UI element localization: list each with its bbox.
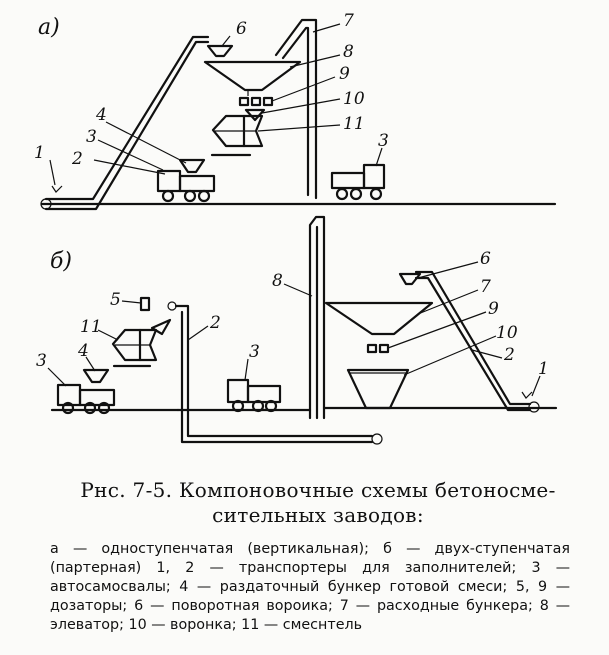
layout-schematics: а) [34, 11, 558, 445]
leader-b-9 [387, 311, 487, 349]
label-a-11: 11 [343, 114, 365, 134]
doser-b-9-1 [366, 343, 378, 354]
leader-1 [49, 159, 56, 186]
label-b-10: 10 [496, 323, 518, 343]
label-b-4: 4 [77, 341, 89, 361]
leader-b-2 [187, 325, 209, 341]
supply-bin-a [203, 60, 302, 92]
conveyor-b-pulley [528, 401, 540, 413]
dispensing-bin-b [82, 368, 110, 384]
label-b-3m: 3 [249, 342, 260, 362]
label-a-4: 4 [95, 105, 107, 125]
label-a-3b: 3 [378, 131, 389, 151]
inclined-conveyor-b [414, 270, 532, 406]
label-b-3: 3 [36, 351, 47, 371]
pit-conveyor-return [180, 310, 374, 444]
label-a-6: 6 [236, 19, 247, 39]
leader-b-8 [283, 283, 313, 297]
leader-b-10 [403, 335, 497, 376]
label-a-10: 10 [343, 89, 365, 109]
feed-mark-b [521, 391, 533, 399]
doser-a-3 [262, 96, 274, 107]
label-b-9: 9 [488, 299, 499, 319]
label-a-1: 1 [34, 143, 45, 163]
pulley-top [167, 301, 177, 311]
label-b-8: 8 [272, 271, 283, 291]
leader-2 [93, 159, 166, 175]
label-a-9: 9 [339, 64, 350, 84]
leader-11 [257, 124, 341, 132]
leader-8 [289, 54, 341, 68]
leader-b-4 [85, 356, 96, 372]
label-a-8: 8 [343, 42, 354, 62]
dump-truck-b-middle [226, 378, 282, 413]
leader-b-3 [47, 367, 67, 387]
leader-9 [271, 76, 336, 102]
inclined-conveyor-b-return [414, 276, 532, 412]
leader-7 [312, 23, 341, 33]
doser-a-1 [238, 96, 250, 107]
leader-b-7 [417, 289, 479, 315]
feed-mark [51, 185, 63, 193]
panel-b-label: б) [50, 249, 72, 274]
panel-a-label: а) [38, 15, 60, 40]
supply-bin-b [324, 301, 434, 336]
figure-caption-title: Рнс. 7-5. Компоновочные схемы бетоносме-… [80, 478, 556, 527]
rotary-funnel [206, 44, 234, 58]
elevator-b [308, 215, 326, 420]
figure-caption-legend: а — одноступенчатая (вертикальная); б — … [50, 541, 570, 633]
label-b-1: 1 [538, 359, 549, 379]
inclined-conveyor-a-return [44, 40, 210, 211]
funnel-b-small [150, 318, 172, 336]
doser-a-2 [250, 96, 262, 107]
elevator-a [274, 18, 318, 200]
pit-conveyor [174, 304, 374, 438]
rotary-funnel-b [398, 272, 422, 286]
pulley-pit [371, 433, 383, 445]
label-a-7: 7 [343, 11, 354, 31]
leader-4 [105, 121, 187, 164]
dump-truck-a-right [330, 163, 386, 201]
label-b-11: 11 [80, 317, 102, 337]
leader-3-right [375, 147, 383, 167]
label-b-6: 6 [480, 249, 491, 269]
dump-truck-a-left [156, 169, 216, 203]
dispensing-bin-a [178, 158, 206, 174]
doser-b-5 [139, 296, 151, 312]
leader-b-11 [97, 329, 119, 341]
label-b-2: 2 [209, 313, 221, 333]
leader-b-6 [417, 261, 479, 279]
leader-b-1 [531, 375, 541, 397]
leader-b-5 [121, 300, 142, 304]
leader-3 [97, 139, 164, 171]
label-a-2: 2 [71, 149, 83, 169]
label-b-2r: 2 [503, 345, 515, 365]
label-a-3: 3 [86, 127, 97, 147]
elevator-a-inner [281, 26, 310, 197]
leader-10 [261, 98, 341, 114]
doser-b-9-2 [378, 343, 390, 354]
dump-truck-b-left [56, 383, 116, 415]
leader-b-2r [471, 349, 503, 359]
leader-b-3m [244, 358, 249, 381]
label-b-5: 5 [110, 290, 121, 310]
inclined-conveyor-a [44, 35, 210, 201]
funnel-b [346, 368, 410, 410]
leader-6 [221, 35, 231, 47]
label-b-7: 7 [480, 277, 491, 297]
